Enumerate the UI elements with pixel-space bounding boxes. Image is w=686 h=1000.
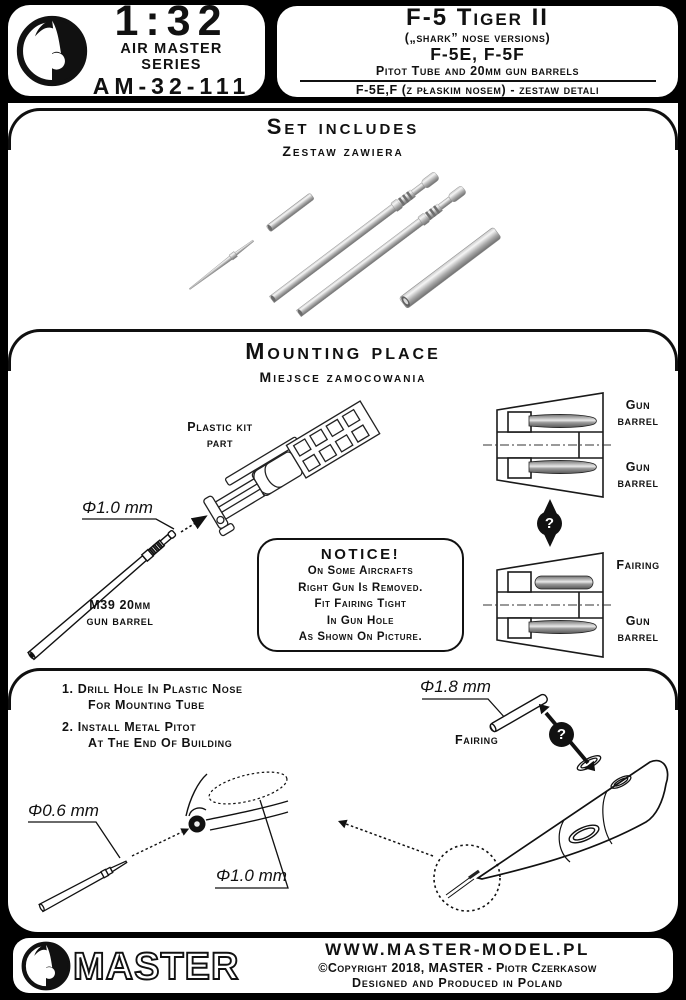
title-subline-2: Pitot Tube and 20mm gun barrels bbox=[375, 64, 580, 79]
step-2-line-1: 2. Install Metal Pitot bbox=[62, 720, 197, 734]
cross-label-gun-barrel-1: Gun barrel bbox=[617, 398, 659, 428]
title-divider bbox=[299, 80, 656, 83]
notice-line: Right Gun Is Removed. bbox=[298, 581, 423, 594]
mounting-subtitle: Miejsce zamocowania bbox=[259, 369, 427, 385]
question-mark-badge-2: ? bbox=[549, 722, 574, 747]
master-logo-icon bbox=[21, 941, 71, 991]
notice-title: NOTICE! bbox=[320, 546, 401, 563]
m39-barrel-label: M39 20mm gun barrel bbox=[86, 598, 154, 628]
gun-mount-drawing bbox=[27, 400, 381, 661]
nose-cone-drawing bbox=[338, 693, 669, 912]
notice-line: On Some Aircrafts bbox=[307, 565, 414, 577]
title-subline-1: („shark” nose versions) bbox=[404, 30, 551, 45]
fairing-label: Fairing bbox=[455, 733, 499, 747]
notice-line: Fit Fairing Tight bbox=[314, 598, 407, 611]
master-logo-text: MASTER bbox=[73, 946, 239, 988]
brand-box: 1:32 AIR MASTER SERIES AM-32-111 bbox=[8, 0, 265, 99]
diameter-1mm-label: Φ1.0 mm bbox=[82, 498, 153, 517]
title-box: F-5 Tiger II („shark” nose versions) F-5… bbox=[277, 3, 678, 98]
copyright-line: ©Copyright 2018, MASTER - Piotr Czerkaso… bbox=[318, 960, 597, 975]
step-2-line-2: At The End Of Building bbox=[88, 736, 233, 750]
master-logo-icon bbox=[16, 15, 88, 87]
brand-text: 1:32 AIR MASTER SERIES AM-32-111 bbox=[88, 0, 255, 101]
diameter-0-6mm-label: Φ0.6 mm bbox=[28, 801, 99, 820]
master-wordmark: MASTER bbox=[72, 945, 239, 989]
diameter-1mm-label-2: Φ1.0 mm bbox=[216, 866, 287, 885]
title-variants: F-5E, F-5F bbox=[430, 43, 525, 64]
set-includes-title: Set includes bbox=[266, 114, 420, 139]
set-includes-subtitle: Zestaw zawiera bbox=[282, 143, 404, 159]
footer-text: WWW.MASTER-MODEL.PL ©Copyright 2018, MAS… bbox=[256, 940, 659, 990]
product-code: AM-32-111 bbox=[92, 73, 251, 100]
mounting-title: Mounting place bbox=[245, 338, 441, 364]
step-1-line-1: 1. Drill Hole In Plastic Nose bbox=[62, 682, 243, 696]
notice-line: As Shown On Picture. bbox=[298, 631, 423, 644]
title-subline-3: F-5E,F (z płaskim nosem) - zestaw detali bbox=[355, 83, 600, 98]
series-label: AIR MASTER SERIES bbox=[120, 41, 223, 74]
nose-cross-section-drawing bbox=[483, 392, 613, 658]
step-1-line-2: For Mounting Tube bbox=[88, 698, 205, 712]
diameter-1-8mm-label: Φ1.8 mm bbox=[420, 677, 491, 696]
question-mark-badge: ? bbox=[537, 511, 562, 536]
plastic-kit-label: Plastic kit part bbox=[187, 420, 253, 450]
product-title: F-5 Tiger II bbox=[406, 3, 549, 31]
website-url[interactable]: WWW.MASTER-MODEL.PL bbox=[325, 940, 590, 960]
cross-label-gun-barrel-2: Gun barrel bbox=[617, 460, 659, 490]
origin-line: Designed and Produced in Poland bbox=[352, 975, 563, 990]
footer-bar: MASTER WWW.MASTER-MODEL.PL ©Copyright 20… bbox=[13, 938, 673, 993]
scale-label: 1:32 bbox=[114, 0, 229, 45]
included-parts-drawing bbox=[188, 172, 501, 318]
cross-label-gun-barrel-3: Gun barrel bbox=[617, 614, 659, 644]
notice-line: In Gun Hole bbox=[326, 614, 395, 627]
cross-label-fairing: Fairing bbox=[616, 558, 660, 572]
pitot-install-drawing bbox=[28, 771, 289, 913]
notice-box: NOTICE! On Some Aircrafts Right Gun Is R… bbox=[257, 538, 464, 652]
